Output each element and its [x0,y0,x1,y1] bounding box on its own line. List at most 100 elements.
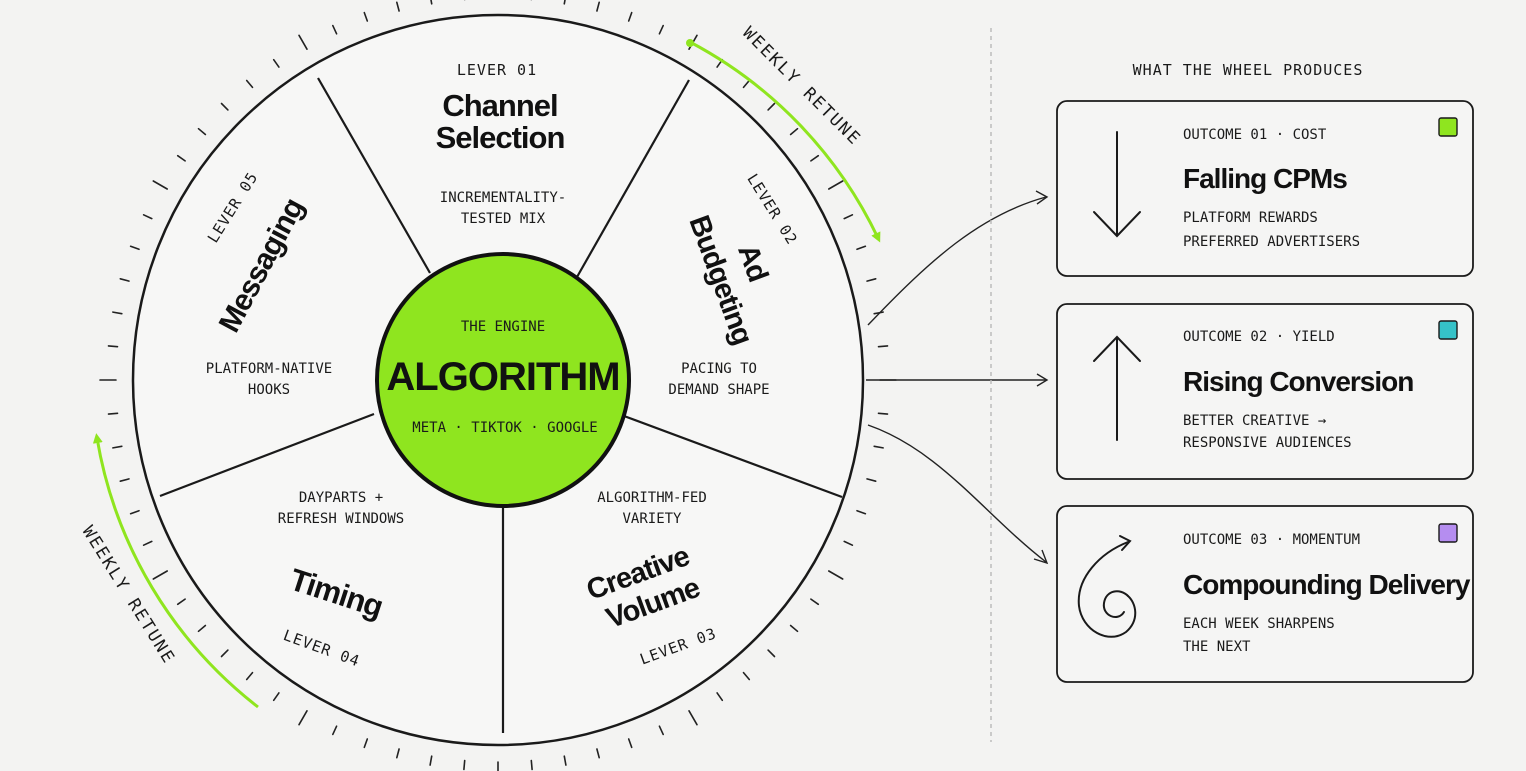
tick-mark [112,445,123,449]
card-kicker: OUTCOME 03 · MOMENTUM [1183,532,1360,548]
tick-mark [245,79,254,89]
card-frame [1056,100,1474,277]
tick-mark [363,11,369,22]
tick-mark [789,127,799,136]
tick-mark [245,671,254,681]
tick-mark [767,649,776,658]
tick-mark [877,412,889,415]
tick-mark [843,214,854,220]
tick-mark [197,127,207,136]
tick-mark [272,692,280,702]
tick-mark [331,24,338,35]
lever-desc: PLATFORM-NATIVE [206,361,332,377]
outcome-connectors [866,190,1049,565]
algorithm-hub: THE ENGINE ALGORITHM META · TIKTOK · GOO… [375,252,631,508]
spiral-icon [1077,535,1137,638]
tick-mark [716,692,724,702]
tick-mark [827,570,844,580]
hub-platforms: META · TIKTOK · GOOGLE [412,420,597,436]
tick-mark [873,311,884,315]
tick-mark [627,738,633,749]
tick-mark [810,598,820,606]
tick-mark [220,649,229,658]
tick-mark [658,24,665,35]
lever-desc: DEMAND SHAPE [668,382,769,398]
arrow-up-icon [1093,335,1141,441]
tick-mark [742,671,751,681]
lever-desc: TESTED MIX [461,211,546,227]
tick-mark [298,34,308,51]
tick-mark [331,725,338,736]
card-desc: PREFERRED ADVERTISERS [1183,234,1360,250]
tick-mark [298,709,308,726]
card-title: Rising Conversion [1183,366,1413,397]
card-frame [1056,303,1474,480]
hub-circle [375,252,631,508]
lever-tag: LEVER 01 [457,61,537,79]
tick-mark [866,478,877,483]
tick-mark [152,180,168,190]
tick-mark [827,180,844,190]
tick-mark [176,154,186,162]
card-kicker: OUTCOME 01 · COST [1183,127,1327,143]
tick-mark [658,725,665,736]
card-desc: RESPONSIVE AUDIENCES [1183,435,1352,451]
card-desc: EACH WEEK SHARPENS [1183,616,1335,632]
tick-mark [627,11,633,22]
status-swatch [1438,320,1458,340]
tick-mark [856,245,867,251]
card-title: Falling CPMs [1183,163,1347,194]
tick-mark [363,738,369,749]
lever-desc: DAYPARTS + [299,490,383,506]
outcome-card-falling-cpms: OUTCOME 01 · COST Falling CPMs PLATFORM … [1056,100,1474,277]
lever-desc: PACING TO [681,361,757,377]
tick-mark [176,598,186,606]
tick-mark [688,709,698,726]
lever-desc: HOOKS [248,382,290,398]
tick-mark [197,624,207,633]
arrow-down-icon [1093,131,1141,238]
tick-mark [142,214,153,220]
tick-mark [742,79,751,89]
tick-mark [563,0,566,5]
tick-mark [877,345,889,348]
card-desc: BETTER CREATIVE → [1183,413,1326,429]
status-swatch [1438,117,1458,137]
tick-mark [810,154,820,162]
tick-mark [395,748,400,759]
tick-mark [463,759,466,771]
tick-mark [152,570,168,580]
tick-mark [395,1,400,12]
wheel-dividers [159,77,843,733]
tick-mark [596,748,601,759]
lever-desc: ALGORITHM-FED [597,490,707,506]
lever-desc: VARIETY [622,511,682,527]
tick-mark [272,58,280,68]
tick-mark [142,540,153,547]
status-swatch [1438,523,1458,543]
tick-mark [789,624,799,633]
tick-mark [563,755,567,766]
tick-mark [530,759,533,771]
tick-mark [119,478,130,483]
tick-mark [112,311,123,315]
lever-desc: REFRESH WINDOWS [278,511,404,527]
outcome-card-rising-conversion: OUTCOME 02 · YIELD Rising Conversion BET… [1056,303,1474,480]
outcomes-heading: WHAT THE WHEEL PRODUCES [1133,61,1364,79]
lever-title: Selection [436,120,565,155]
tick-mark [429,755,433,766]
hub-title: ALGORITHM [386,355,619,399]
tick-mark [220,102,229,111]
tick-mark [856,509,867,515]
tick-mark [107,412,119,415]
card-desc: THE NEXT [1183,639,1251,655]
tick-mark [129,509,140,515]
tick-mark [596,1,601,12]
tick-mark [767,102,776,111]
lever-desc: INCREMENTALITY- [440,190,566,206]
lever-title: Channel [442,88,557,123]
card-frame [1056,505,1474,683]
card-kicker: OUTCOME 02 · YIELD [1183,329,1335,345]
tick-mark [866,277,877,282]
